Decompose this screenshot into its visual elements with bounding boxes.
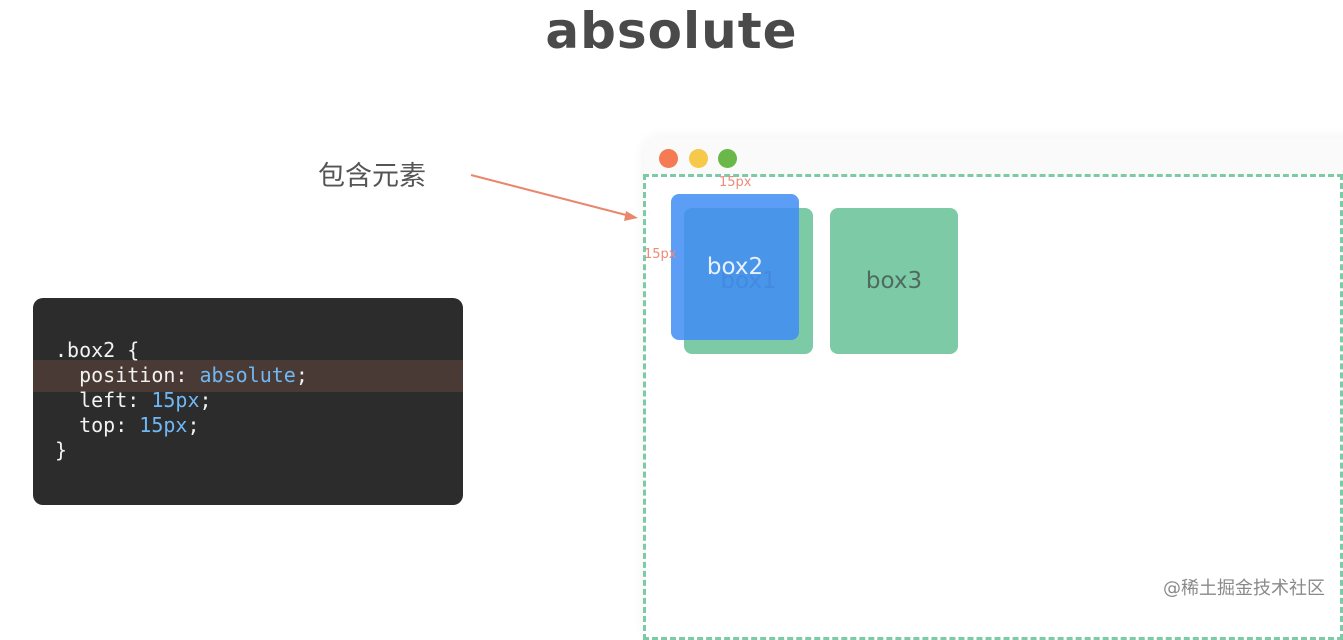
code-prop-left: left: <box>55 388 152 412</box>
slide-title: absolute <box>545 2 798 60</box>
code-value-top: 15px <box>139 413 188 437</box>
minimize-dot-icon <box>689 149 708 168</box>
code-semicolon: ; <box>187 413 200 437</box>
css-code: .box2 { position: absolute; left: 15px; … <box>55 338 308 463</box>
code-line-selector: .box2 { <box>55 338 140 362</box>
box3: box3 <box>830 208 958 354</box>
code-prop-position: position: <box>55 363 200 387</box>
arrow-icon <box>470 174 638 221</box>
code-semicolon: ; <box>295 363 308 387</box>
code-value-position: absolute <box>199 363 296 387</box>
box2: box2 <box>671 194 799 340</box>
box3-label: box3 <box>865 268 923 294</box>
code-highlight-line <box>33 360 463 392</box>
offset-top-label: 15px <box>719 175 752 190</box>
code-value-left: 15px <box>151 388 200 412</box>
maximize-dot-icon <box>718 149 737 168</box>
offset-left-label: 15px <box>644 247 677 262</box>
watermark: @稀土掘金技术社区 <box>1163 578 1325 599</box>
code-block: .box2 { position: absolute; left: 15px; … <box>33 298 463 505</box>
close-dot-icon <box>659 149 678 168</box>
box2-label: box2 <box>706 254 764 280</box>
code-semicolon: ; <box>199 388 212 412</box>
containing-element-label: 包含元素 <box>318 161 426 192</box>
code-line-close: } <box>55 438 68 462</box>
code-prop-top: top: <box>55 413 140 437</box>
